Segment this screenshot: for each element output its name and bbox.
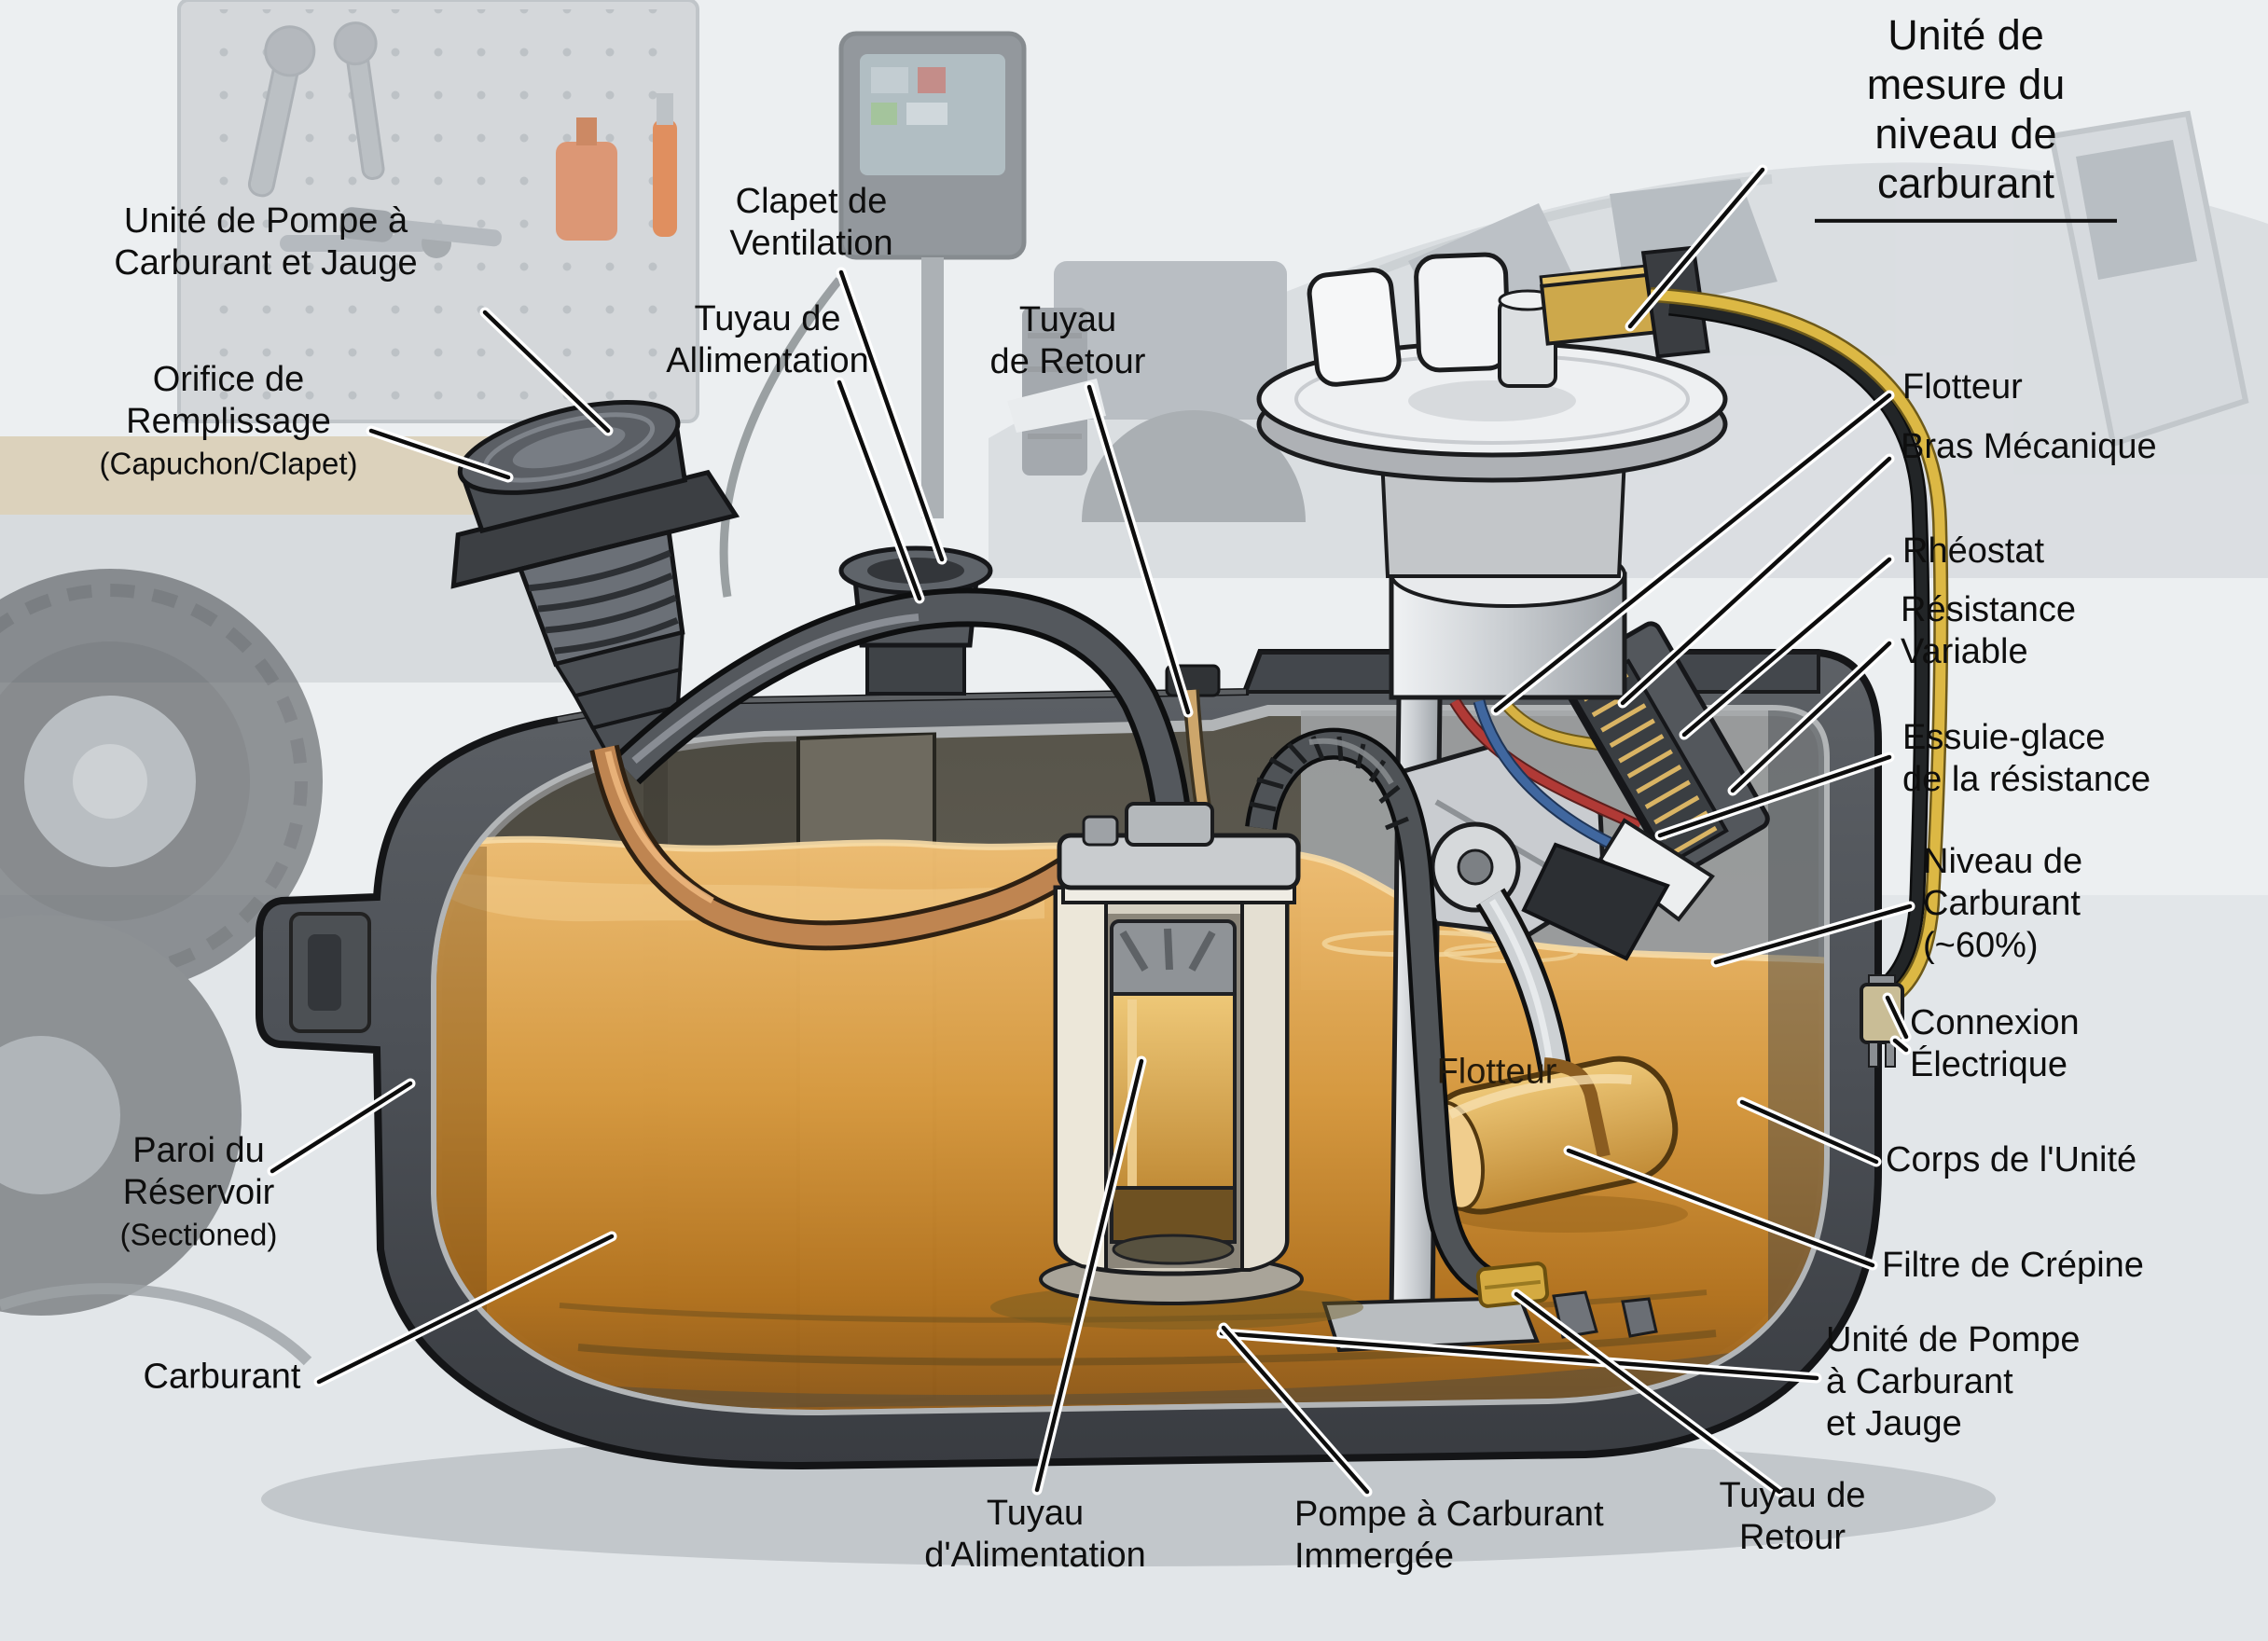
spray-bottle-icon bbox=[556, 117, 617, 241]
flange-tab bbox=[1414, 252, 1511, 373]
black-wire bbox=[1668, 302, 1929, 996]
leader-pump-unit-top bbox=[479, 307, 614, 436]
label-filler-port: Orifice de Remplissage bbox=[126, 360, 331, 441]
leader-resistance-wiper bbox=[1654, 752, 1895, 841]
leader-mechanical-arm bbox=[1617, 453, 1895, 709]
wiper-holder bbox=[1521, 842, 1670, 961]
label-fuel: Carburant bbox=[143, 1357, 301, 1397]
orange-tool-icon bbox=[653, 93, 677, 237]
label-variable-resistance: Résistance Variable bbox=[1901, 590, 2076, 671]
leader-lines bbox=[267, 164, 1915, 1497]
label-mechanical-arm: Bras Mécanique bbox=[1901, 427, 2157, 466]
leader-submerged-pump bbox=[1218, 1322, 1373, 1497]
label-unit-body: Corps de l'Unité bbox=[1886, 1140, 2137, 1179]
leader-filler-port bbox=[366, 425, 514, 483]
leader-float-right bbox=[1490, 390, 1895, 716]
leader-rheostat bbox=[1679, 554, 1895, 740]
label-pump-unit-top: Unité de Pompe à Carburant et Jauge bbox=[114, 201, 418, 283]
label-float-inner: Flotteur bbox=[1436, 1052, 1557, 1092]
diagnostic-monitor bbox=[719, 31, 1027, 598]
floor-clip bbox=[1621, 1297, 1658, 1338]
leader-strainer-filter bbox=[1563, 1145, 1878, 1271]
leader-supply-line-top bbox=[834, 377, 925, 604]
wrench-icon bbox=[247, 21, 385, 198]
pipes bbox=[589, 587, 1221, 951]
pump-module bbox=[990, 802, 1363, 1330]
wiper-blade bbox=[1597, 818, 1715, 922]
unit-base-foot bbox=[1321, 1295, 1540, 1353]
leader-unit-body bbox=[1736, 1096, 1882, 1167]
label-float-right: Flotteur bbox=[1902, 367, 2023, 407]
tank-floor bbox=[522, 1352, 1736, 1410]
label-submerged-pump: Pompe à Carburant Immergée bbox=[1294, 1495, 1604, 1576]
label-pump-unit-bottom: Unité de Pompe à Carburant et Jauge bbox=[1826, 1320, 2081, 1443]
leader-return-line-top bbox=[1084, 381, 1194, 718]
leader-tank-wall bbox=[267, 1078, 416, 1177]
label-title: Unité de mesure du niveau de carburant bbox=[1815, 10, 2117, 224]
leader-electrical-connection bbox=[1882, 992, 1912, 1055]
label-vent-valve: Clapet de Ventilation bbox=[729, 182, 893, 263]
leader-return-line-bottom bbox=[1511, 1289, 1785, 1497]
leader-fuel bbox=[313, 1231, 617, 1387]
leader-supply-line-bottom bbox=[1031, 1055, 1147, 1496]
filler-copper-tube bbox=[594, 745, 1108, 946]
leader-variable-resistance bbox=[1727, 638, 1895, 796]
screwdriver-icon bbox=[339, 207, 502, 247]
label-return-line-bottom: Tuyau de Retour bbox=[1719, 1476, 1866, 1557]
yellow-wire bbox=[1650, 289, 1946, 1004]
leader-fuel-level bbox=[1710, 901, 1915, 968]
tank-shadow bbox=[261, 1432, 1996, 1566]
label-resistance-wiper: Essuie-glace de la résistance bbox=[1902, 718, 2151, 799]
label-supply-line-bottom: Tuyau d'Alimentation bbox=[924, 1494, 1146, 1575]
strainer-fitting bbox=[1475, 1262, 1550, 1308]
label-electrical-connection: Connexion Électrique bbox=[1910, 1003, 2080, 1084]
label-rheostat: Rhéostat bbox=[1902, 531, 2045, 571]
pegboard bbox=[177, 0, 699, 423]
leader-pump-unit-bottom bbox=[1216, 1328, 1822, 1384]
label-fuel-level: Niveau de Carburant (~60%) bbox=[1923, 842, 2083, 965]
corrugated-return-hose bbox=[1245, 727, 1508, 1304]
label-tank-wall: Paroi du Réservoir bbox=[122, 1131, 275, 1212]
leader-title bbox=[1625, 164, 1768, 332]
label-strainer-filter: Filtre de Crépine bbox=[1882, 1246, 2144, 1285]
label-supply-line-top: Tuyau de Allimentation bbox=[666, 299, 869, 380]
electrical-connector bbox=[1860, 974, 1904, 1068]
leader-vent-valve bbox=[836, 267, 947, 565]
label-return-line-top: Tuyau de Retour bbox=[989, 300, 1146, 381]
label-tank-wall-sub: (Sectioned) bbox=[119, 1217, 278, 1252]
flange-tab bbox=[1307, 268, 1402, 387]
label-filler-port-sub: (Capuchon/Clapet) bbox=[99, 446, 358, 481]
harness-wires bbox=[1650, 287, 1949, 1006]
tires bbox=[0, 569, 323, 1366]
